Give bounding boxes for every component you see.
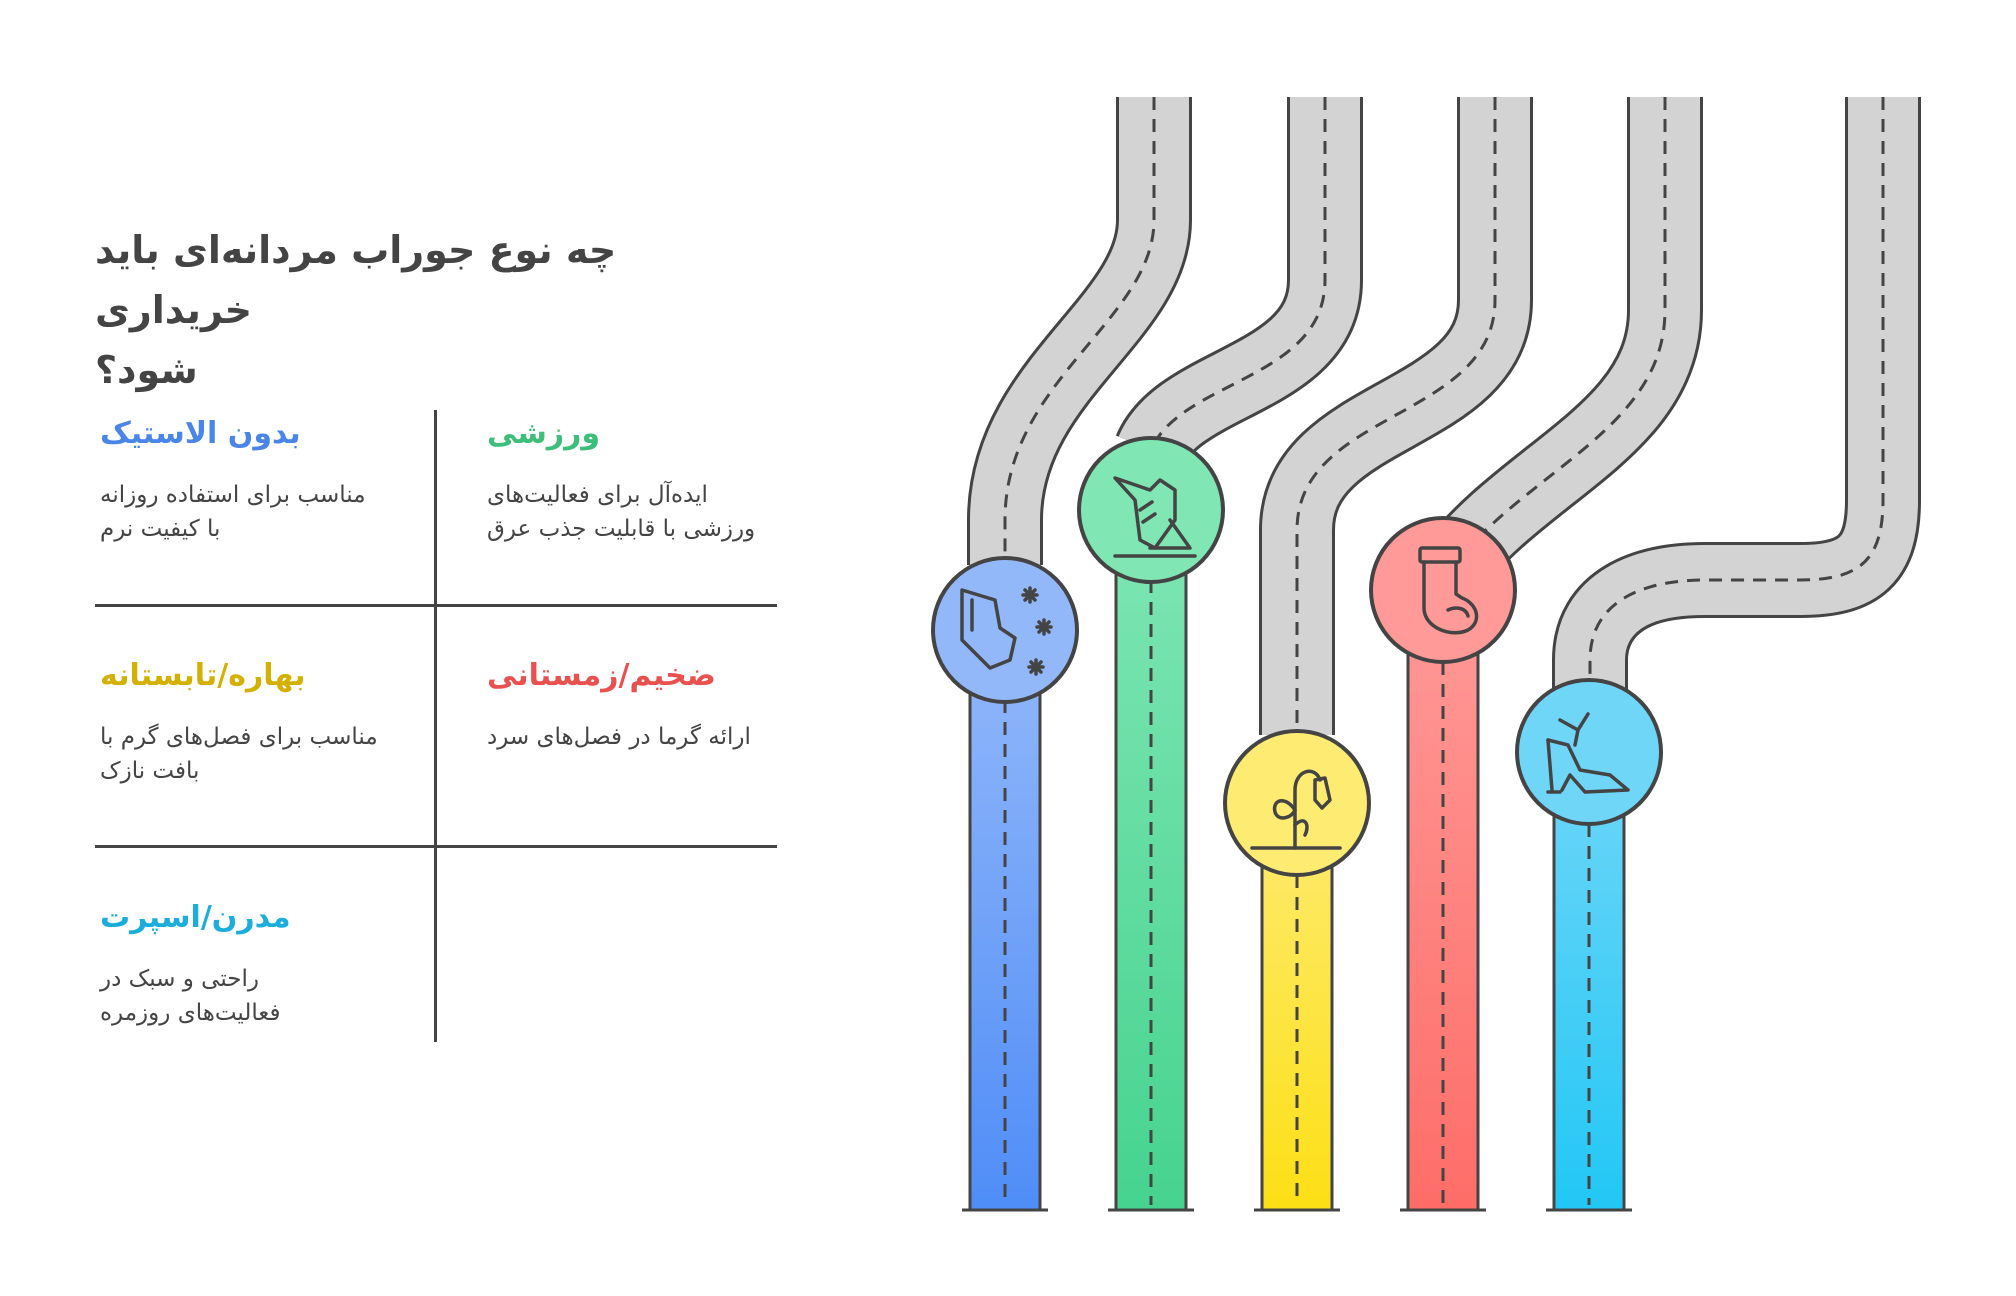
category-title: ورزشی <box>487 416 601 451</box>
description-line: ورزشی با قابلیت جذب عرق <box>487 516 756 542</box>
category-description: مناسب برای استفاده روزانه با کیفیت نرم <box>100 478 430 546</box>
category-description: ارائه گرما در فصل‌های سرد <box>487 720 817 754</box>
description-line: بافت نازک <box>100 758 200 784</box>
grid-horizontal-divider-2 <box>95 845 777 848</box>
category-title: بهاره/تابستانه <box>100 658 306 693</box>
wool-sock-icon <box>1418 546 1479 635</box>
category-title: ضخیم/زمستانی <box>487 658 716 693</box>
description-line: با کیفیت نرم <box>100 516 221 542</box>
description-line: فعالیت‌های روزمره <box>100 1000 281 1026</box>
category-description: ایده‌آل برای فعالیت‌های ورزشی با قابلیت … <box>487 478 817 546</box>
description-line: راحتی و سبک در <box>100 966 260 992</box>
category-title: مدرن/اسپرت <box>100 900 291 935</box>
sock-snowflake-icon <box>960 586 1053 676</box>
high-heel-shoe-icon <box>1546 712 1630 794</box>
description-line: مناسب برای فصل‌های گرم با <box>100 724 378 750</box>
road-no-elastic <box>931 97 1192 1212</box>
category-description: راحتی و سبک در فعالیت‌های روزمره <box>100 962 430 1030</box>
category-description: مناسب برای فصل‌های گرم با بافت نازک <box>100 720 430 788</box>
category-winter: ضخیم/زمستانی ارائه گرما در فصل‌های سرد <box>487 656 817 754</box>
road-modern <box>1515 97 1921 1212</box>
running-shoe-icon <box>1113 476 1197 558</box>
road-sport <box>1077 97 1363 1212</box>
category-modern: مدرن/اسپرت راحتی و سبک در فعالیت‌های روز… <box>100 898 430 1030</box>
category-sport: ورزشی ایده‌آل برای فعالیت‌های ورزشی با ق… <box>487 414 817 546</box>
road-summer <box>1223 97 1533 1212</box>
description-line: ایده‌آل برای فعالیت‌های <box>487 482 708 508</box>
wilted-plant-icon <box>1250 769 1342 850</box>
title-line-1: چه نوع جوراب مردانه‌ای باید خریداری <box>95 228 617 332</box>
page-title: چه نوع جوراب مردانه‌ای باید خریداری شود؟ <box>95 220 765 400</box>
title-line-2: شود؟ <box>95 348 198 392</box>
description-line: ارائه گرما در فصل‌های سرد <box>487 724 751 750</box>
description-line: مناسب برای استفاده روزانه <box>100 482 366 508</box>
category-summer: بهاره/تابستانه مناسب برای فصل‌های گرم با… <box>100 656 430 788</box>
category-title: بدون الاستیک <box>100 416 301 451</box>
grid-horizontal-divider-1 <box>95 604 777 607</box>
category-no-elastic: بدون الاستیک مناسب برای استفاده روزانه ب… <box>100 414 430 546</box>
grid-vertical-divider <box>434 410 437 1042</box>
road-winter <box>1369 97 1703 1212</box>
